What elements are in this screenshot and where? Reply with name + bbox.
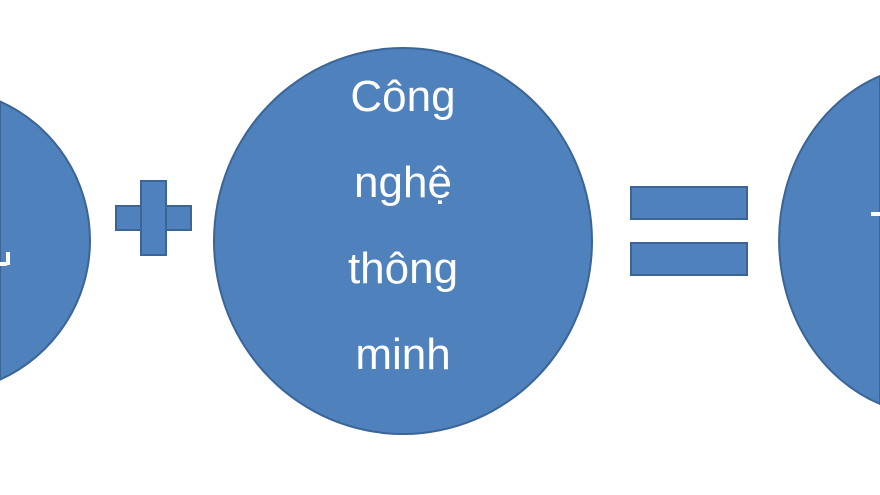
equals-bottom-bar [630, 242, 748, 276]
left-text-fragment [0, 262, 9, 266]
left-text-fragment-hook [6, 252, 10, 265]
label-line: thông [347, 244, 459, 293]
label-line: Công [350, 72, 456, 121]
plus-center [142, 207, 165, 229]
right-text-fragment [871, 212, 880, 216]
equals-top-bar [630, 186, 748, 220]
middle-circle: Công nghệ thông minh [213, 47, 593, 435]
middle-circle-label: Công nghệ thông minh [215, 54, 591, 398]
left-circle [0, 100, 91, 381]
label-line: nghệ [354, 158, 452, 207]
label-line: minh [355, 330, 451, 379]
right-circle [778, 74, 880, 406]
